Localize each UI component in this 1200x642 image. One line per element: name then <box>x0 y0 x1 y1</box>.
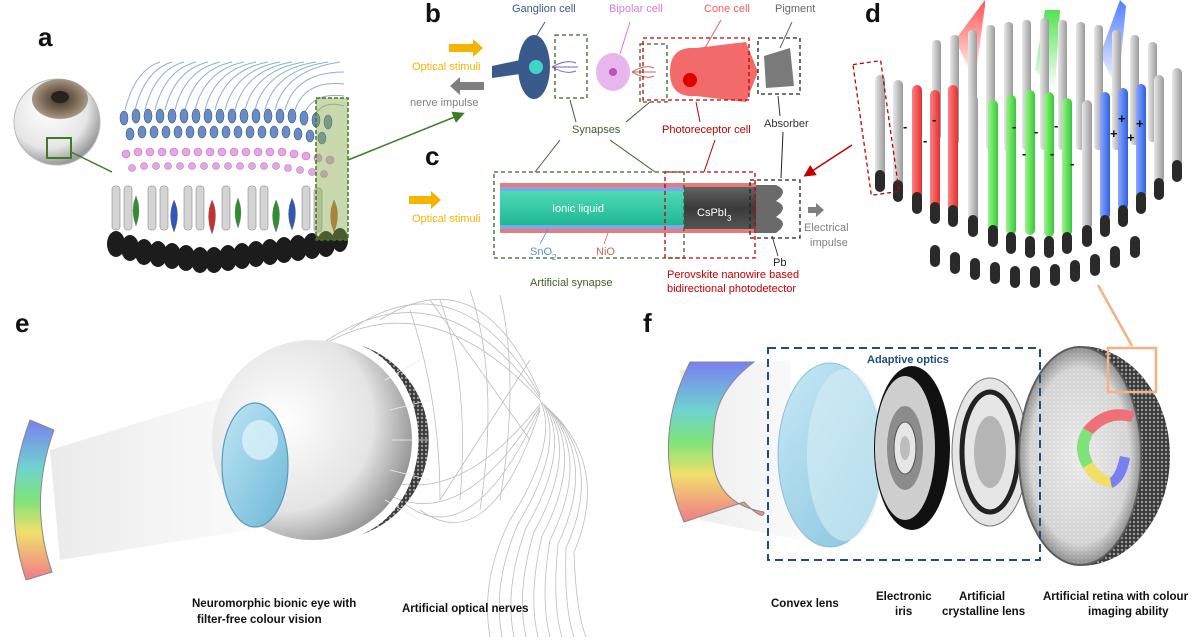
electronic-iris-illustration <box>874 366 950 530</box>
convex-lens-caption: Convex lens <box>771 598 839 610</box>
charge-minus: - <box>1050 146 1054 161</box>
absorber-label: Absorber <box>764 118 809 130</box>
panel-e-label: e <box>15 308 29 338</box>
colour-image-ring-e <box>13 419 55 581</box>
panel-a: a <box>13 22 465 273</box>
panel-c: c Optical stimuli Ionic liquid CsPbI3 Sn… <box>409 131 853 295</box>
highlighted-photoreceptor-column <box>315 97 349 241</box>
charge-plus: + <box>1136 116 1144 131</box>
panel-f: f Adaptive optics <box>643 284 1189 618</box>
electrical-label: Electrical <box>804 222 849 234</box>
crystalline-lens-caption-line1: Artificial <box>959 591 1005 603</box>
optical-stimuli-arrow-c <box>409 191 441 209</box>
bionic-eye-illustration <box>212 340 440 540</box>
artificial-synapse-label: Artificial synapse <box>530 277 613 289</box>
synapse-dendrites-1 <box>551 61 578 73</box>
charge-minus: - <box>923 133 927 148</box>
charge-minus: - <box>1054 118 1058 133</box>
panel-f-label: f <box>643 308 652 338</box>
pb-absorber-box <box>749 179 801 239</box>
optical-stimuli-label-b: Optical stimuli <box>412 61 480 73</box>
panel-d-label: d <box>865 0 881 28</box>
charge-minus: - <box>932 112 936 127</box>
photoreceptor-cell-label: Photoreceptor cell <box>662 124 751 136</box>
pigment-label: Pigment <box>775 3 815 15</box>
perovskite-label-line1: Perovskite nanowire based <box>667 269 799 281</box>
bionic-eye-caption-line1: Neuromorphic bionic eye with <box>192 598 356 610</box>
cone-cell-illustration <box>670 19 758 102</box>
highlighted-nanowire-box <box>852 59 900 197</box>
charge-plus: + <box>1118 111 1126 126</box>
optical-stimuli-label-c: Optical stimuli <box>412 213 480 225</box>
eyeball-illustration <box>13 78 113 173</box>
bipolar-cell-label: Bipolar cell <box>609 3 663 15</box>
synapses-label: Synapses <box>572 124 621 136</box>
charge-minus: - <box>903 119 907 134</box>
synapse-box-2 <box>639 43 668 103</box>
crystalline-lens-caption-line2: crystalline lens <box>942 606 1025 618</box>
synapse-box-1 <box>554 34 588 99</box>
panel-e: e <box>13 289 588 638</box>
panel-a-to-b-arrow <box>347 111 465 161</box>
artificial-retina-illustration <box>1018 346 1170 566</box>
ganglion-cell-label: Ganglion cell <box>512 3 576 15</box>
pigment-absorber-shape <box>764 48 794 88</box>
electronic-iris-caption-line1: Electronic <box>876 591 932 603</box>
perovskite-label-line2: bidirectional photodetector <box>667 283 796 295</box>
crystalline-lens-illustration <box>951 377 1029 527</box>
perovskite-photodetector-box <box>664 171 756 259</box>
nio-label: NiO <box>596 246 615 258</box>
optical-stimuli-arrow <box>449 39 483 57</box>
nerve-impulse-arrow <box>450 77 484 95</box>
charge-minus: - <box>1034 124 1038 139</box>
optical-nerves-mesh <box>299 289 588 638</box>
panel-c-label: c <box>425 141 439 171</box>
cspbi3-label: CsPbI3 <box>697 207 732 223</box>
nanowire-device <box>500 183 783 233</box>
convex-lens-illustration <box>777 362 883 548</box>
artificial-synapse-box <box>493 171 685 259</box>
panel-b-label: b <box>425 0 441 28</box>
sno2-label: SnO2 <box>530 246 557 262</box>
adaptive-optics-label: Adaptive optics <box>867 354 949 366</box>
adaptive-optics-box <box>767 347 1041 561</box>
eye-zoom-line <box>70 151 113 173</box>
retina-zoom-box <box>1106 346 1158 394</box>
impulse-label: impulse <box>810 237 848 249</box>
nerve-impulse-label: nerve impulse <box>410 97 478 109</box>
pb-label: Pb <box>773 257 786 269</box>
optical-nerves-caption: Artificial optical nerves <box>402 603 529 615</box>
charge-minus: - <box>1012 119 1016 134</box>
ganglion-cell-illustration <box>492 21 550 99</box>
nanowire-array <box>875 18 1182 288</box>
panel-d: d <box>852 0 1182 288</box>
charge-plus: + <box>1127 130 1135 145</box>
panel-a-label: a <box>38 22 53 52</box>
light-cone-e <box>50 390 250 560</box>
artificial-retina-caption-line2: imaging ability <box>1088 606 1169 618</box>
charge-minus: - <box>1070 156 1074 171</box>
electrical-impulse-arrow <box>808 203 824 217</box>
bipolar-cell-illustration <box>596 21 631 91</box>
cone-cell-label: Cone cell <box>704 3 750 15</box>
retina-layer-illustration <box>107 61 465 273</box>
eye-zoom-box <box>46 137 72 159</box>
absorber-box <box>757 37 801 95</box>
charge-plus: + <box>1110 126 1118 141</box>
photoreceptor-box <box>642 37 750 101</box>
charge-minus: - <box>1022 146 1026 161</box>
bionic-eye-caption-line2: filter-free colour vision <box>197 614 322 626</box>
electronic-iris-caption-line2: iris <box>895 606 912 618</box>
panel-d-to-c-arrow <box>803 144 853 177</box>
retina-zoom-line <box>1096 284 1134 347</box>
synapse-dendrites-2 <box>631 66 656 78</box>
panel-b: b Ganglion cell Bipolar cell Cone cell P… <box>410 0 815 136</box>
ionic-liquid-label: Ionic liquid <box>552 203 604 215</box>
colour-image-ring-f <box>667 361 765 523</box>
artificial-retina-caption-line1: Artificial retina with colour <box>1043 591 1189 603</box>
